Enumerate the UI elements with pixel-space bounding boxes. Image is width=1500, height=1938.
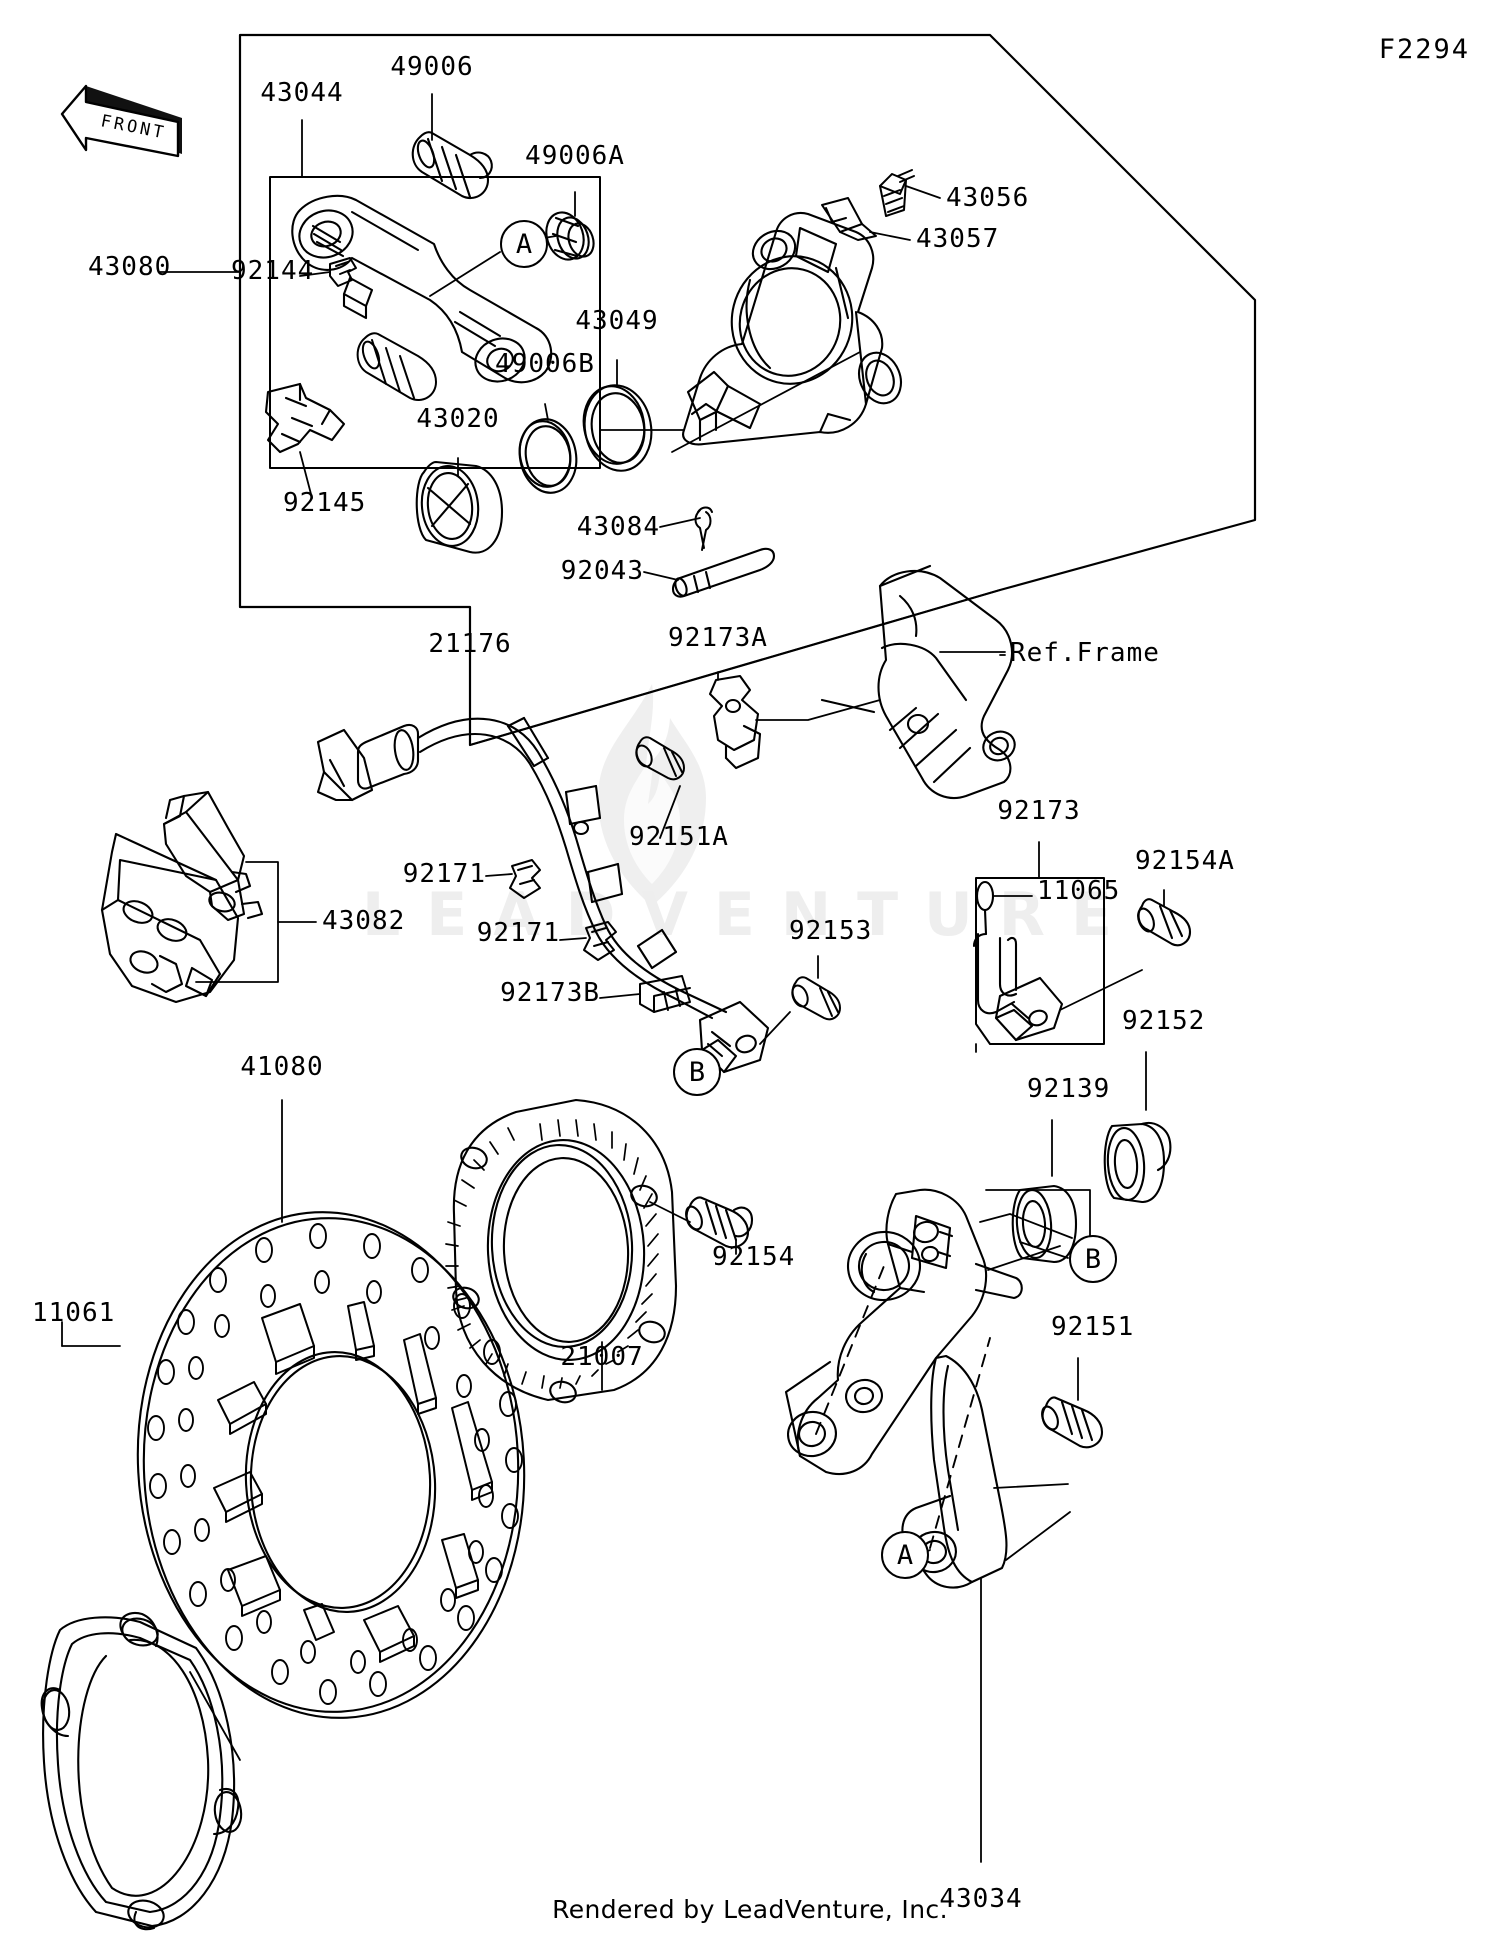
leadventure-watermark-text: LEADVENTURE — [362, 880, 1138, 950]
callout-43034: 43034 — [939, 1884, 1023, 1914]
callout-92145: 92145 — [283, 488, 367, 518]
callout-43020: 43020 — [416, 404, 500, 434]
callout-92171-upper: 92171 — [402, 859, 486, 889]
callout-11061: 11061 — [32, 1298, 116, 1328]
callout-43056: 43056 — [946, 183, 1030, 213]
callout-43080: 43080 — [88, 252, 172, 282]
leadventure-flame-watermark-icon — [598, 684, 706, 906]
callout-21007: 21007 — [560, 1342, 644, 1372]
callout-92154: 92154 — [712, 1242, 796, 1272]
callout-43049: 43049 — [575, 306, 659, 336]
callout-49006B: 49006B — [495, 349, 595, 379]
footer-attribution: Rendered by LeadVenture, Inc. — [552, 1895, 948, 1924]
callout-92173A: 92173A — [668, 623, 768, 653]
callout-21176: 21176 — [428, 629, 512, 659]
callout-92173: 92173 — [997, 796, 1081, 826]
callout-92152: 92152 — [1122, 1006, 1206, 1036]
callout-43084: 43084 — [576, 512, 660, 542]
callout-92144: 92144 — [231, 256, 315, 286]
ref-frame-label: Ref.Frame — [1010, 638, 1160, 668]
callout-92153: 92153 — [789, 916, 873, 946]
callout-92171-lower: 92171 — [476, 918, 560, 948]
callout-92139: 92139 — [1027, 1074, 1111, 1104]
circle-ref-b-low: B — [1069, 1235, 1117, 1283]
callout-49006A: 49006A — [525, 141, 625, 171]
callout-41080: 41080 — [240, 1052, 324, 1082]
callout-43082: 43082 — [322, 906, 406, 936]
circle-ref-a-top: A — [500, 220, 548, 268]
callout-92151A: 92151A — [629, 822, 729, 852]
callout-92151: 92151 — [1051, 1312, 1135, 1342]
callout-92173B: 92173B — [500, 978, 600, 1008]
callout-43044: 43044 — [260, 78, 344, 108]
diagram-code: F2294 — [1378, 34, 1470, 65]
callout-92043: 92043 — [560, 556, 644, 586]
callout-43057: 43057 — [916, 224, 1000, 254]
circle-ref-b-mid: B — [673, 1048, 721, 1096]
callout-92154A: 92154A — [1135, 846, 1235, 876]
circle-ref-a-low: A — [881, 1531, 929, 1579]
callout-11065: 11065 — [1037, 876, 1121, 906]
front-direction-arrow-icon: FRONT — [60, 84, 182, 158]
callout-49006: 49006 — [390, 52, 474, 82]
